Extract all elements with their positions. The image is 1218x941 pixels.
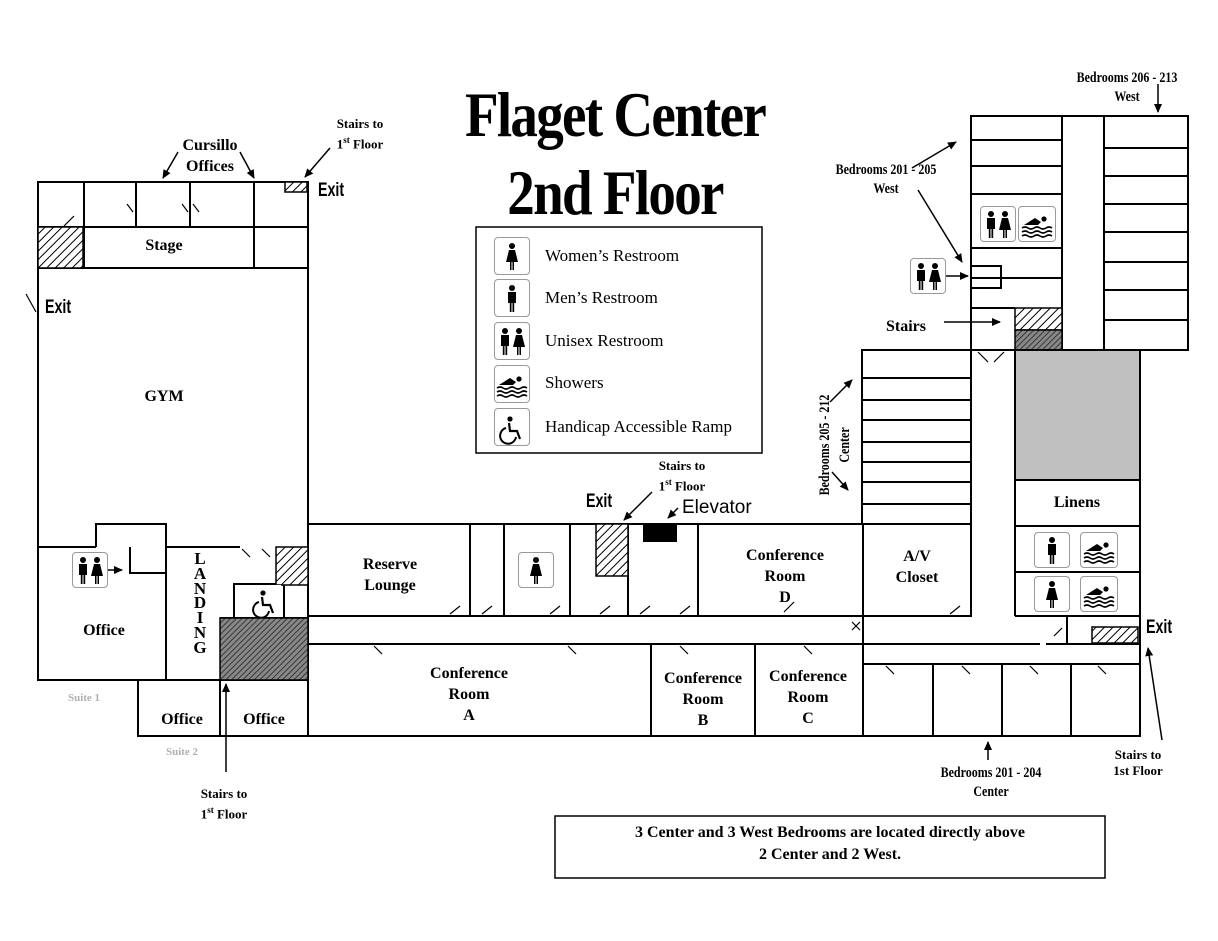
legend-showers-label: Showers xyxy=(545,373,604,392)
legend-men-label: Men’s Restroom xyxy=(545,288,658,307)
legend-box xyxy=(475,226,763,454)
title-line1: Flaget Center xyxy=(464,79,767,150)
note-box xyxy=(554,815,1106,879)
women-restroom-icon-legend xyxy=(494,237,530,275)
showers-icon-legend xyxy=(494,365,530,403)
unisex-restroom-icon-legend xyxy=(494,322,530,360)
linens-label: Linens xyxy=(1053,494,1101,511)
stage-label: Stage xyxy=(145,237,183,254)
women-restroom-icon-east xyxy=(1034,576,1070,612)
stairs-east-label: Stairs xyxy=(886,318,926,335)
men-restroom-icon-legend xyxy=(494,279,530,317)
exit-label-east: Exit xyxy=(1146,617,1173,638)
suite2-label: Suite 2 xyxy=(165,746,199,758)
exit-label-gym-west: Exit xyxy=(45,297,72,318)
exit-label-gym-top: Exit xyxy=(318,180,345,201)
office-suite2-right-label: Office xyxy=(243,711,285,728)
title-line2: 2nd Floor xyxy=(507,157,724,228)
office-suite2-left-label: Office xyxy=(161,711,203,728)
women-restroom-icon xyxy=(518,552,554,588)
legend-ramp-label: Handicap Accessible Ramp xyxy=(545,417,732,436)
showers-icon-lower xyxy=(1080,576,1118,612)
unisex-restroom-icon-stairs xyxy=(910,258,946,294)
wheelchair-icon-legend xyxy=(494,408,530,446)
elevator-label: Elevator xyxy=(682,497,752,518)
exit-label-center: Exit xyxy=(586,491,613,512)
gym-label: GYM xyxy=(144,388,184,405)
gym-outline xyxy=(37,181,309,681)
suite1-label: Suite 1 xyxy=(67,692,101,704)
legend-women-label: Women’s Restroom xyxy=(545,246,680,265)
showers-icon-west xyxy=(1018,206,1056,242)
office-suite1-label: Office xyxy=(83,622,125,639)
stairs-to-first-floor-landing-label: Stairs to 1st Floor xyxy=(200,786,248,822)
stairs-to-first-floor-center-label: Stairs to 1st Floor xyxy=(658,458,706,494)
wheelchair-icon xyxy=(249,585,281,619)
men-restroom-icon xyxy=(1034,532,1070,568)
showers-icon-upper xyxy=(1080,532,1118,568)
stairs-to-first-floor-gym-label: Stairs to 1st Floor xyxy=(336,116,384,152)
elevator-shaft xyxy=(643,524,677,542)
note-text: 3 Center and 3 West Bedrooms are located… xyxy=(634,824,1026,863)
unisex-restroom-icon-west xyxy=(980,206,1016,242)
legend-unisex-label: Unisex Restroom xyxy=(545,331,664,350)
unisex-restroom-icon xyxy=(72,552,108,588)
